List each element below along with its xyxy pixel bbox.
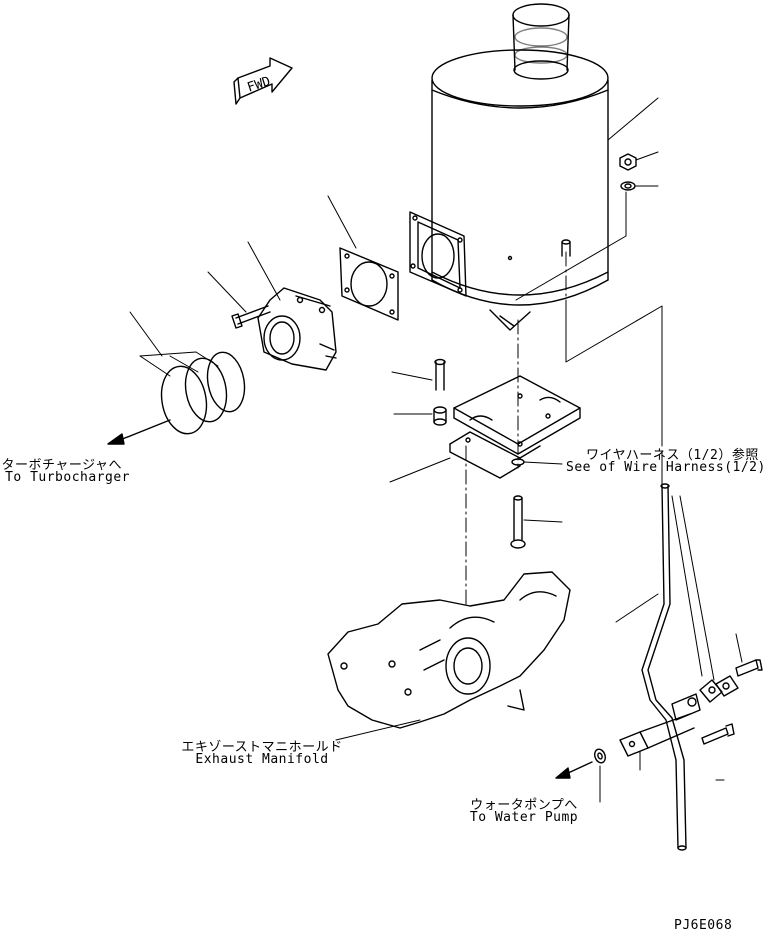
pipe-washer	[594, 748, 606, 764]
spacer	[433, 406, 447, 426]
routing-lines	[515, 191, 663, 447]
muffler-washer	[620, 181, 636, 191]
water-pipe	[641, 483, 687, 851]
muffler-nut	[619, 153, 637, 171]
fwd-arrow-icon	[233, 57, 293, 105]
pipe-clip	[671, 693, 701, 721]
label-turbocharger-jp: ターボチャージャへ	[1, 458, 122, 473]
harness-clamp	[715, 675, 739, 697]
fwd-label: FWD	[245, 74, 272, 96]
bracket-plate	[449, 375, 581, 479]
label-water-pump-jp: ウォータポンプへ	[470, 798, 578, 813]
gasket	[339, 247, 399, 321]
label-harness-en: See of Wire Harness(1/2)	[566, 460, 766, 475]
harness-clip	[699, 679, 723, 703]
bracket-bolt	[434, 358, 446, 391]
clamp-rings	[160, 351, 246, 435]
leader-lines	[129, 97, 743, 803]
label-manifold-en: Exhaust Manifold	[195, 752, 329, 767]
elbow-bolt	[231, 305, 271, 329]
label-harness-jp: ワイヤハーネス（1/2）参照	[586, 448, 759, 463]
arrow-to-water-pump-icon	[555, 761, 593, 779]
flange-bolt	[510, 495, 526, 549]
exhaust-manifold	[327, 571, 571, 729]
elbow-connector	[257, 287, 337, 371]
label-manifold-jp: エキゾーストマニホールド	[181, 740, 343, 755]
centerlines	[465, 251, 567, 609]
pipe-clamp	[619, 713, 695, 757]
label-water-pump-en: To Water Pump	[469, 810, 579, 825]
pipe-bolt-lower	[701, 723, 735, 745]
label-turbocharger-en: To Turbocharger	[5, 470, 130, 485]
muffler	[409, 3, 609, 331]
arrow-to-turbocharger-icon	[107, 419, 171, 445]
pipe-bolt	[735, 659, 763, 677]
drawing-code: PJ6E068	[674, 918, 733, 933]
